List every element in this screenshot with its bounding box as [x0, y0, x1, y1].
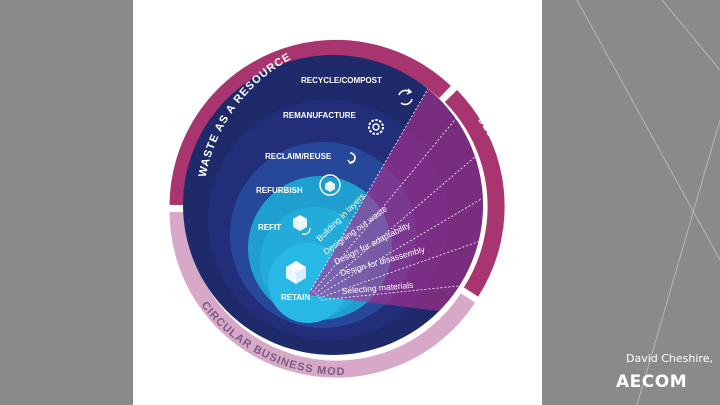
retain-label: RETAIN [281, 293, 310, 302]
design-principles-fan [308, 79, 483, 320]
recycle-arrows-icon [398, 88, 413, 106]
circular-business-models-ring [169, 211, 476, 378]
refurbish-box-icon [319, 174, 341, 196]
remanufacture-label: REMANUFACTURE [283, 111, 357, 120]
refurbish-label: REFURBISH [256, 186, 303, 195]
left-background [0, 0, 133, 405]
refit-label: REFIT [258, 223, 281, 232]
gear-icon [368, 119, 384, 135]
design-principles-ring [444, 90, 505, 297]
diagram-card: WASTE AS A RESOURCE DESIGN PRINCIPLES CI… [133, 0, 542, 405]
reclaim-label: RECLAIM/REUSE [265, 152, 332, 161]
aecom-logo: AECOM [616, 372, 688, 392]
return-arrow-icon [347, 152, 356, 164]
cube-icon [286, 261, 306, 284]
decorative-lines [576, 0, 720, 405]
recycle-label: RECYCLE/COMPOST [301, 76, 382, 85]
circular-economy-diagram: WASTE AS A RESOURCE DESIGN PRINCIPLES CI… [133, 0, 516, 378]
refit-box-icon [293, 215, 311, 235]
author-credit: David Cheshire, [626, 352, 713, 365]
right-background [542, 0, 720, 405]
waste-as-a-resource-ring [169, 39, 451, 206]
